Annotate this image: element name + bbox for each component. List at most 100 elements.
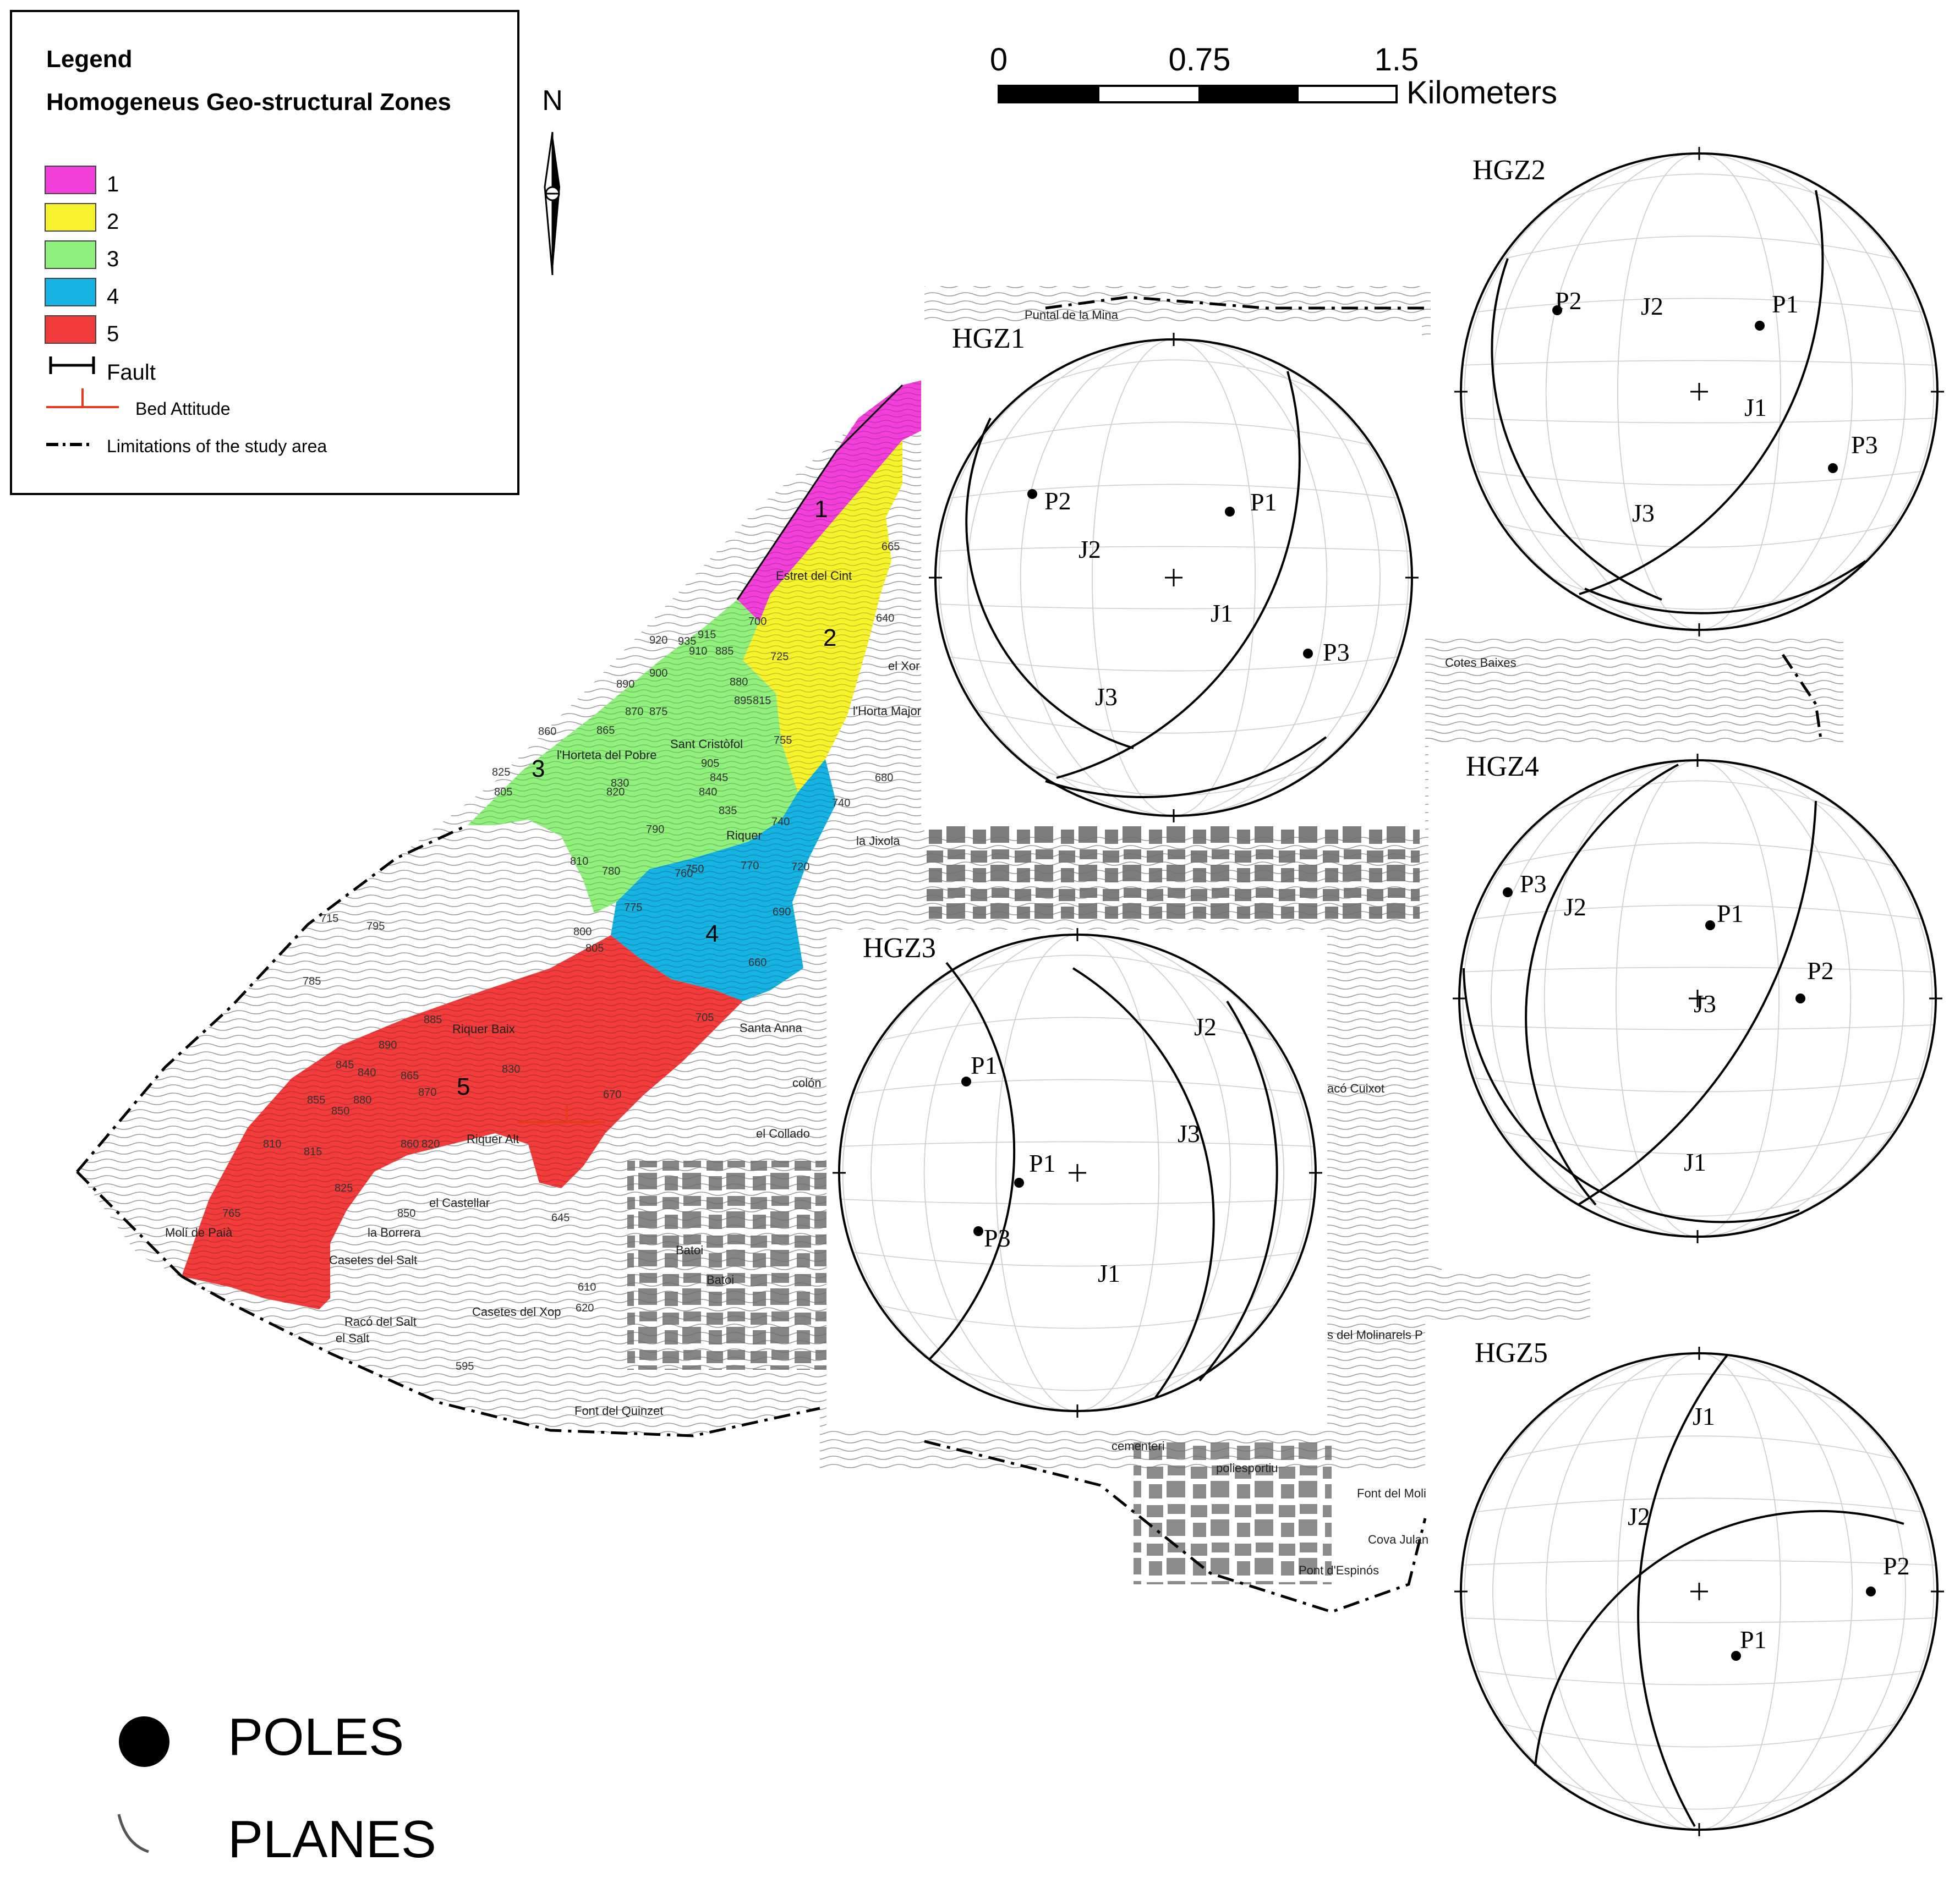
pole-label: P3	[1851, 431, 1878, 459]
legend-subtitle: Homogeneus Geo-structural Zones	[46, 89, 451, 116]
contour-label: 660	[748, 957, 767, 969]
contour-label: 920	[649, 634, 667, 646]
contour-label: 830	[502, 1063, 520, 1075]
contour-label: 850	[331, 1105, 349, 1117]
stereonet-title: HGZ4	[1466, 751, 1539, 782]
scale-tick-2: 1.5	[1375, 42, 1419, 78]
great-circle-plane	[1584, 560, 1866, 614]
place-riquer: Riquer	[726, 828, 762, 842]
plane-label: J3	[1095, 683, 1118, 711]
place-riquer-baix: Riquer Baix	[452, 1022, 515, 1036]
legend-bed-attitude-symbol	[46, 388, 119, 408]
pole-label: P3	[1323, 638, 1350, 666]
contour-label: 870	[418, 1086, 436, 1099]
pole-point	[1303, 649, 1313, 658]
pole-point	[1755, 321, 1765, 331]
contour-label: 645	[551, 1212, 570, 1224]
great-circle-plane	[1577, 800, 1817, 1206]
contour-label: 680	[875, 772, 893, 784]
contour-label: 760	[675, 868, 693, 880]
north-arrow: N	[542, 85, 563, 276]
great-circle-plane	[1045, 736, 1327, 798]
contour-label: 780	[602, 865, 620, 877]
contour-label: 870	[625, 706, 643, 718]
legend-fault-symbol	[49, 356, 95, 374]
pole-point	[961, 1077, 971, 1086]
fault-line	[736, 384, 904, 600]
contour-label: 880	[353, 1094, 371, 1106]
great-circle-plane	[1072, 967, 1215, 1398]
place-batoi-2: Batoi	[707, 1273, 734, 1287]
contour-label: 775	[624, 902, 642, 914]
pole-point	[1795, 994, 1805, 1003]
contour-label: 770	[741, 860, 759, 872]
contour-label: 785	[303, 975, 321, 987]
pole-label: P2	[1883, 1552, 1910, 1580]
contour-label: 840	[358, 1067, 376, 1079]
stereonet-title: HGZ2	[1472, 155, 1546, 186]
contour-label: 820	[606, 786, 625, 798]
pole-label: P2	[1044, 487, 1071, 515]
contour-label: 830	[611, 777, 629, 789]
place-font-quinzet: Font del Quinzet	[574, 1404, 663, 1418]
pole-label: P1	[1029, 1149, 1056, 1177]
plane-label: J2	[1641, 292, 1663, 320]
legend-swatch-zone-5	[45, 315, 96, 344]
contour-label: 825	[335, 1182, 353, 1194]
contour-label: 790	[646, 824, 664, 836]
place-colon: colón	[792, 1076, 822, 1090]
scale-tick-0: 0	[990, 42, 1008, 78]
place-la-borrera: la Borrera	[368, 1226, 421, 1239]
plane-label: J1	[1098, 1259, 1120, 1287]
plane-label: J1	[1693, 1402, 1715, 1430]
contour-label: 595	[456, 1360, 474, 1373]
plane-label: J2	[1078, 535, 1101, 563]
place-casetes-salt: Casetes del Salt	[329, 1253, 417, 1267]
pole-point	[1225, 507, 1235, 517]
great-circle-plane	[1198, 1000, 1278, 1382]
contour-label: 670	[603, 1089, 621, 1101]
scale-bar: 0 0.75 1.5 Kilometers	[990, 42, 1557, 111]
legend-limits-label: Limitations of the study area	[107, 436, 327, 456]
place-sant-cristofol: Sant Cristòfol	[670, 737, 743, 751]
contour-label: 720	[791, 861, 809, 873]
north-label: N	[542, 85, 563, 117]
place-raco-salt: Racó del Salt	[344, 1315, 417, 1329]
symbol-key: POLES PLANES	[117, 1708, 436, 1869]
pole-label: P1	[1740, 1626, 1767, 1654]
pole-label: P1	[1717, 899, 1744, 927]
plane-label: J3	[1632, 499, 1655, 527]
plane-label: J2	[1564, 893, 1586, 921]
great-circle-plane	[1534, 1510, 1904, 1766]
plane-label: J3	[1178, 1119, 1200, 1148]
great-circle-plane	[1579, 190, 1824, 595]
contour-label: 705	[696, 1012, 714, 1024]
place-el-castellar: el Castellar	[429, 1196, 490, 1210]
plane-label: J2	[1628, 1502, 1650, 1530]
plane-label: J2	[1194, 1013, 1217, 1041]
contour-label: 850	[397, 1208, 415, 1220]
contour-label: 900	[649, 667, 667, 679]
pole-point	[1866, 1587, 1876, 1596]
place-el-collado: el Collado	[756, 1127, 810, 1140]
legend-zone-3-label: 3	[107, 247, 119, 271]
stereonet-title: HGZ1	[952, 323, 1025, 354]
zone-number-3: 3	[532, 755, 545, 782]
contour-label: 840	[699, 786, 717, 798]
legend: Legend Homogeneus Geo-structural Zones 1…	[10, 10, 519, 495]
zone-number-5: 5	[457, 1073, 470, 1100]
contour-label: 880	[730, 676, 748, 688]
plane-label: J1	[1211, 599, 1233, 627]
place-cementeri: cementeri	[1112, 1439, 1165, 1453]
contour-label: 815	[753, 695, 771, 707]
legend-title: Legend	[46, 46, 132, 73]
pole-point	[1552, 305, 1562, 315]
contour-label: 845	[710, 772, 728, 784]
legend-swatch-zone-4	[45, 278, 96, 306]
